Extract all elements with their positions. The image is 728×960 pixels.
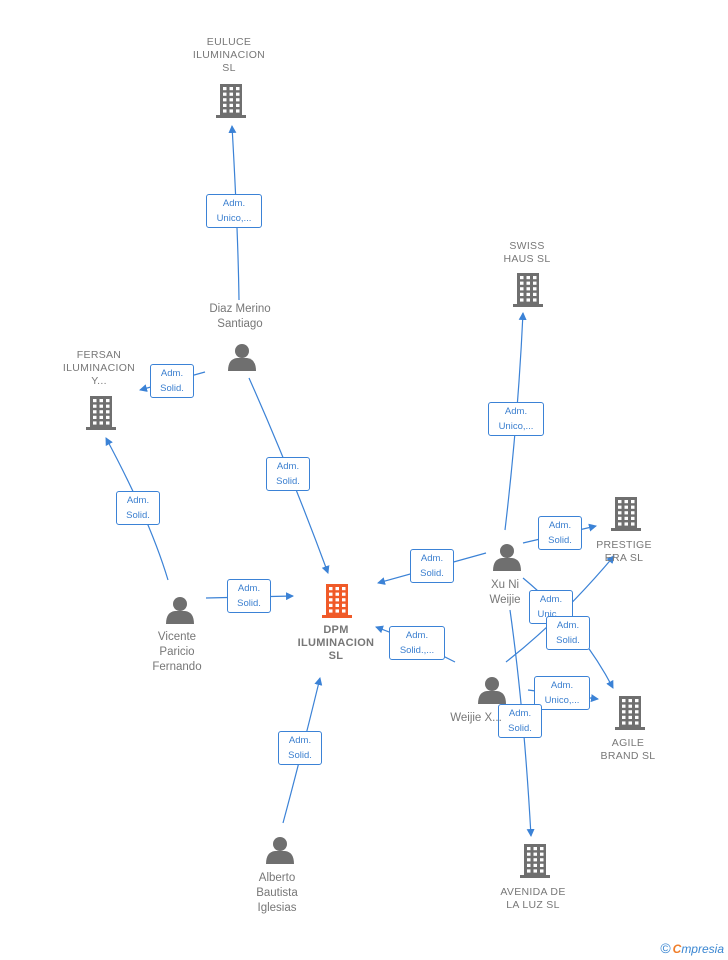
building-icon-euluce[interactable] — [216, 84, 246, 118]
edge-label-line: Adm. — [160, 368, 184, 379]
building-icon-fersan[interactable] — [86, 396, 116, 430]
node-label-line: ILUMINACION — [192, 49, 266, 61]
person-icon-vicente[interactable] — [166, 597, 194, 624]
node-label-weijiex[interactable]: Weijie X... — [421, 711, 531, 726]
node-label-line: EULUCE — [206, 36, 252, 48]
building-icon-prestige[interactable] — [611, 497, 641, 531]
node-label-line: AGILE — [611, 737, 645, 749]
edge-label-vicente-to-fersan[interactable]: Adm. Solid. — [116, 491, 160, 525]
brand-name: mpresia — [681, 942, 724, 956]
node-label-line: SWISS — [509, 240, 545, 252]
edge-label-line: Adm. — [288, 735, 312, 746]
person-icon-diaz[interactable] — [228, 344, 256, 371]
node-label-line: Y... — [91, 375, 107, 387]
edge-label-line: Solid. — [126, 510, 150, 521]
edge-label-line: Adm. — [420, 553, 444, 564]
edge-label-line: Solid. — [420, 568, 444, 579]
edge-label-line: Adm. — [539, 594, 563, 605]
edge-label-xuni-to-avenida[interactable]: Adm. Solid. — [498, 704, 542, 738]
person-icon-weijiex[interactable] — [478, 677, 506, 704]
edge-label-xuni-to-prestige[interactable]: Adm. Solid. — [538, 516, 582, 550]
node-label-line: Alberto — [258, 872, 296, 884]
edge-label-weijiex-to-agile[interactable]: Adm. Unico,... — [534, 676, 590, 710]
edge-label-line: Solid. — [160, 383, 184, 394]
node-label-line: ILUMINACION — [297, 637, 375, 649]
building-icon-swiss[interactable] — [513, 273, 543, 307]
node-label-line: DPM — [323, 624, 349, 636]
node-label-line: FERSAN — [76, 349, 122, 361]
edge-label-xuni-to-agile[interactable]: Adm. Solid. — [546, 616, 590, 650]
edge-label-vicente-to-dpm[interactable]: Adm. Solid. — [227, 579, 271, 613]
node-label-line: Weijie X... — [450, 712, 502, 724]
brand-initial: C — [672, 942, 682, 956]
edge-label-xuni-to-swiss[interactable]: Adm. Unico,... — [488, 402, 544, 436]
person-icon-xuni[interactable] — [493, 544, 521, 571]
node-label-line: Vicente — [157, 631, 197, 643]
edge-label-line: Adm. — [508, 708, 532, 719]
edge-label-line: Solid. — [237, 598, 261, 609]
copyright-icon: © — [660, 940, 671, 956]
edge-label-diaz-to-euluce[interactable]: Adm. Unico,... — [206, 194, 262, 228]
node-label-xuni[interactable]: Xu Ni Weijie — [450, 578, 560, 608]
edge-label-line: Unico,... — [544, 695, 580, 706]
edge-label-diaz-to-fersan[interactable]: Adm. Solid. — [150, 364, 194, 398]
node-label-line: SL — [328, 650, 344, 662]
node-label-line: PRESTIGE — [596, 539, 652, 551]
edge-label-diaz-to-dpm[interactable]: Adm. Solid. — [266, 457, 310, 491]
building-icon-avenida[interactable] — [520, 844, 550, 878]
edge-label-line: Adm. — [550, 680, 574, 691]
edge-label-line: Adm. — [126, 495, 150, 506]
edge-label-line: Solid. — [556, 635, 580, 646]
edge-label-line: Unico,... — [498, 421, 534, 432]
edge-label-line: Solid. — [288, 750, 312, 761]
node-label-line: Diaz Merino — [209, 303, 271, 315]
edge-label-line: Adm. — [504, 406, 528, 417]
edge-label-line: Solid.,... — [399, 645, 435, 656]
footer-credit: ©Cmpresia — [660, 940, 724, 956]
person-icon-alberto[interactable] — [266, 837, 294, 864]
edge-label-line: Adm. — [222, 198, 246, 209]
edge-label-line: Adm. — [405, 630, 429, 641]
edge-label-weijiex-to-dpm[interactable]: Adm. Solid.,... — [389, 626, 445, 660]
node-label-line: SL — [222, 62, 236, 74]
edge-label-alberto-to-dpm[interactable]: Adm. Solid. — [278, 731, 322, 765]
building-icon-dpm[interactable] — [322, 584, 352, 618]
edge-label-line: Adm. — [556, 620, 580, 631]
node-label-line: ERA SL — [604, 552, 644, 564]
edge-label-line: Adm. — [548, 520, 572, 531]
node-label-line: AVENIDA DE — [500, 886, 566, 898]
node-label-line: Santiago — [217, 318, 263, 330]
node-label-line: ILUMINACION — [62, 362, 136, 374]
node-label-line: Fernando — [152, 661, 202, 673]
node-label-line: Bautista — [256, 887, 298, 899]
edge-label-line: Solid. — [276, 476, 300, 487]
node-label-line: LA LUZ SL — [506, 899, 560, 911]
edge-label-line: Adm. — [276, 461, 300, 472]
node-label-line: BRAND SL — [600, 750, 656, 762]
edge-label-xuni-to-dpm[interactable]: Adm. Solid. — [410, 549, 454, 583]
building-icon-agile[interactable] — [615, 696, 645, 730]
edge-label-line: Adm. — [237, 583, 261, 594]
edge-label-line: Solid. — [548, 535, 572, 546]
edge-label-line: Solid. — [508, 723, 532, 734]
node-label-line: Iglesias — [257, 902, 297, 914]
node-label-line: Paricio — [159, 646, 195, 658]
node-label-line: Xu Ni — [490, 579, 520, 591]
node-label-line: Weijie — [489, 594, 521, 606]
edge-label-line: Unico,... — [216, 213, 252, 224]
node-label-line: HAUS SL — [503, 253, 551, 265]
edge-label-line: Unic... — [537, 609, 565, 620]
